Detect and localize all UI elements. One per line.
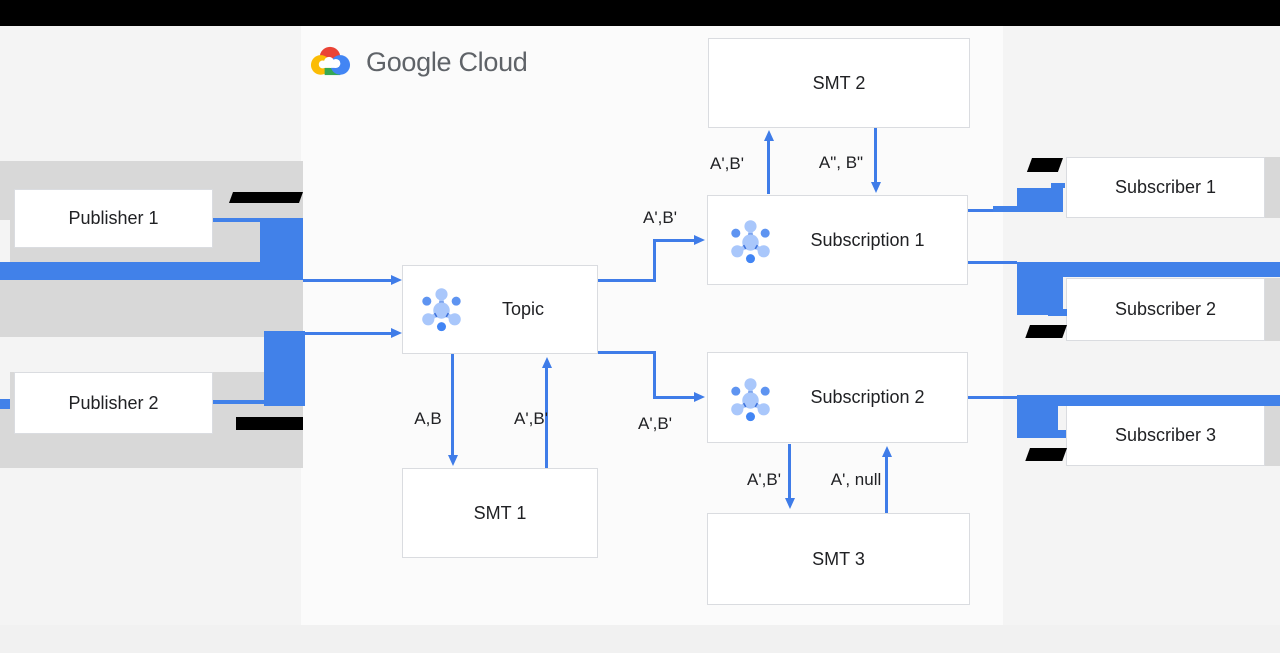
subscriber2-redaction-bar — [1017, 262, 1280, 277]
edge-smt1-topic-arrowhead — [542, 357, 552, 368]
node-smt2: SMT 2 — [708, 38, 970, 128]
edge-sub1-smt2-line — [767, 141, 770, 194]
edge-smt3-sub2-arrowhead — [882, 446, 892, 457]
node-subscriber1-label: Subscriber 1 — [1114, 177, 1217, 197]
publisher2-black-redaction — [236, 417, 303, 430]
node-subscriber3: Subscriber 3 — [1066, 405, 1265, 466]
node-smt3-label: SMT 3 — [812, 548, 865, 569]
publisher2-redacted-line — [213, 400, 264, 404]
publisher1-band-notch — [0, 220, 10, 262]
edge-sub2-smt3-line — [788, 444, 791, 498]
subscriber1-black-redaction — [1026, 158, 1063, 172]
edge-topic-sub1-seg3 — [653, 239, 694, 242]
publisher1-redaction-bar — [0, 262, 260, 280]
edge-topic-sub1-arrowhead — [694, 235, 705, 245]
edge-topic-sub2-arrowhead — [694, 392, 705, 402]
node-smt1: SMT 1 — [402, 468, 598, 558]
publisher1-redaction-block — [260, 218, 303, 280]
edge-publisher1-topic-line — [303, 279, 391, 282]
google-cloud-logo-icon — [309, 46, 352, 82]
subscriber1-redaction-block — [1017, 188, 1063, 212]
edge-smt2-sub1-line — [874, 128, 877, 182]
subscriber3-redaction-tab — [1046, 430, 1066, 438]
brand-text: Google Cloud — [366, 46, 528, 77]
node-subscriber3-label: Subscriber 3 — [1114, 425, 1217, 445]
edge-topic-sub1-label: A',B' — [643, 208, 677, 227]
publisher1-redacted-line — [213, 218, 260, 222]
node-smt2-label: SMT 2 — [812, 72, 866, 93]
publisher2-redaction-block — [264, 331, 305, 406]
edge-smt1-topic-line — [545, 368, 548, 468]
edge-topic-sub2-seg2 — [653, 351, 656, 399]
brand: Google Cloud — [309, 40, 528, 84]
node-publisher2-label: Publisher 2 — [68, 392, 159, 413]
node-subscription2: Subscription 2 — [707, 352, 968, 443]
node-subscriber1: Subscriber 1 — [1066, 157, 1265, 218]
node-smt3: SMT 3 — [707, 513, 970, 605]
publisher1-gray-band — [0, 161, 303, 337]
subscriber2-redaction-tab — [1048, 309, 1067, 316]
edge-publisher1-topic-arrowhead — [391, 275, 402, 285]
edge-sub2-smt3-arrowhead — [785, 498, 795, 509]
edge-publisher2-topic-arrowhead — [391, 328, 402, 338]
edge-topic-sub2-seg3 — [653, 396, 694, 399]
edge-topic-smt1-arrowhead — [448, 455, 458, 466]
bottom-strip — [0, 625, 1280, 653]
edge-topic-sub1-seg2 — [653, 240, 656, 282]
pubsub-icon — [731, 378, 770, 422]
pubsub-icon — [422, 288, 461, 332]
subscription2-to-subscriber3-line — [968, 396, 1017, 399]
edge-topic-smt1-line — [451, 354, 454, 455]
edge-topic-sub1-seg1 — [598, 279, 656, 282]
node-subscription1-label: Subscription 1 — [810, 229, 925, 250]
publisher2-band-notch — [0, 372, 10, 399]
node-subscriber2: Subscriber 2 — [1066, 278, 1265, 341]
edge-sub1-smt2-label: A',B' — [710, 154, 744, 173]
node-subscription2-label: Subscription 2 — [810, 387, 925, 407]
node-publisher1: Publisher 1 — [14, 189, 213, 248]
publisher1-black-redaction — [228, 192, 303, 203]
edge-sub2-smt3-label: A',B' — [747, 470, 781, 489]
top-black-bar — [0, 0, 1280, 26]
edge-sub1-smt2-arrowhead — [764, 130, 774, 141]
node-subscriber2-label: Subscriber 2 — [1114, 299, 1217, 319]
edge-smt2-sub1-label: A", B" — [818, 153, 864, 172]
edge-smt1-topic-label: A',B' — [514, 409, 548, 428]
node-publisher2: Publisher 2 — [14, 372, 213, 434]
node-topic-label: Topic — [501, 299, 545, 319]
edge-smt2-sub1-arrowhead — [871, 182, 881, 193]
edge-topic-sub2-label: A',B' — [638, 414, 672, 433]
publisher2-redaction-stub — [0, 399, 10, 409]
subscriber1-redaction-bump — [1051, 183, 1065, 188]
node-topic: Topic — [402, 265, 598, 354]
pubsub-icon — [731, 220, 770, 264]
subscriber3-redaction-bar — [1017, 395, 1280, 406]
node-smt1-label: SMT 1 — [473, 502, 527, 523]
subscriber2-black-redaction — [1025, 325, 1067, 338]
edge-smt3-sub2-line — [885, 457, 888, 513]
subscriber2-redaction-block — [1017, 262, 1063, 315]
edge-smt3-sub2-label: A', null — [830, 470, 882, 489]
subscription1-to-subscriber2-line — [968, 261, 1017, 264]
node-subscription1: Subscription 1 — [707, 195, 968, 285]
edge-publisher2-topic-line — [305, 332, 391, 335]
subscriber1-redaction-step — [993, 206, 1017, 212]
subscriber3-black-redaction — [1025, 448, 1067, 461]
node-publisher1-label: Publisher 1 — [68, 208, 159, 228]
edge-topic-smt1-label: A,B — [414, 409, 442, 428]
edge-topic-sub2-seg1 — [598, 351, 656, 354]
